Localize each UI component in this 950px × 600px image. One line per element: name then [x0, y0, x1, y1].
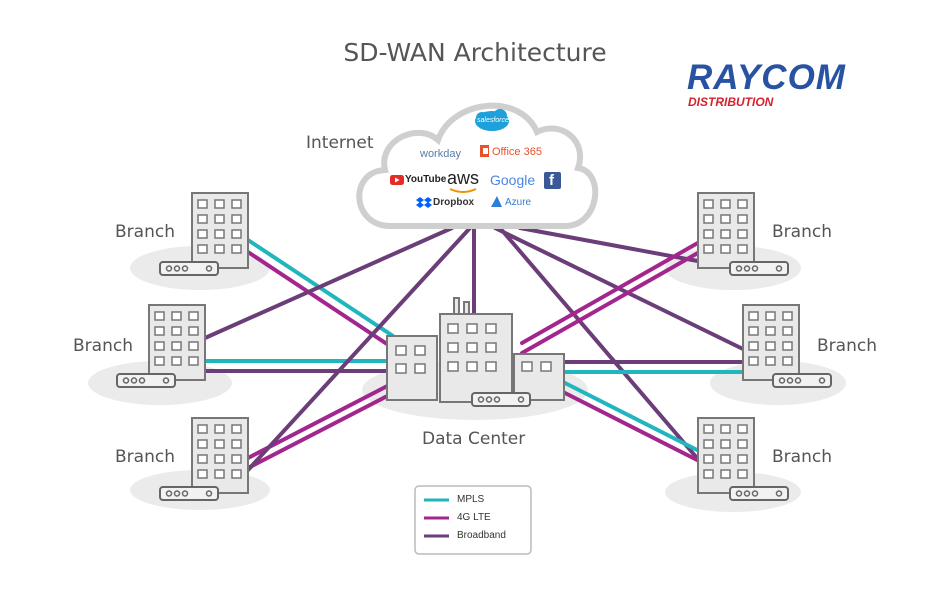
- data-center: [386, 297, 565, 407]
- broadband-link: [203, 226, 454, 340]
- legend: [414, 485, 532, 555]
- raycom-logo: RAYCOM: [687, 58, 846, 97]
- aws-label: aws: [447, 168, 480, 188]
- facebook-label: f: [549, 172, 554, 189]
- youtube-icon: [390, 175, 404, 185]
- lte-link: [246, 391, 395, 470]
- internet-cloud: [356, 102, 599, 229]
- office365-icon: [480, 145, 489, 157]
- branch-label-right-top: Branch: [772, 222, 832, 242]
- diagram-title: SD-WAN Architecture: [343, 38, 607, 67]
- data-center-label: Data Center: [422, 429, 526, 449]
- azure-icon: [491, 196, 502, 207]
- branch-label-left-mid: Branch: [73, 336, 133, 356]
- dropbox-label: Dropbox: [433, 197, 475, 208]
- legend-lte-label: 4G LTE: [457, 512, 491, 523]
- dropbox-icon: [416, 197, 432, 208]
- legend-broadband-label: Broadband: [457, 530, 506, 541]
- branch-label-left-bottom: Branch: [115, 447, 175, 467]
- lte-link: [520, 248, 705, 355]
- youtube-label: YouTube: [405, 174, 447, 185]
- branch-label-right-mid: Branch: [817, 336, 877, 356]
- internet-label: Internet: [306, 133, 374, 153]
- google-label: Google: [490, 172, 536, 188]
- branch-label-right-bottom: Branch: [772, 447, 832, 467]
- workday-label: workday: [420, 148, 461, 160]
- wan-links: [203, 226, 747, 472]
- lte-link: [563, 391, 705, 465]
- lte-link: [520, 238, 705, 345]
- legend-mpls-label: MPLS: [457, 494, 485, 505]
- branch-label-left-top: Branch: [115, 222, 175, 242]
- lte-link: [246, 250, 395, 350]
- aws-smile-icon: [449, 188, 477, 193]
- raycom-logo-subtitle: DISTRIBUTION: [688, 95, 774, 109]
- salesforce-icon: [475, 109, 509, 131]
- mpls-link: [563, 381, 705, 455]
- broadband-link: [498, 226, 705, 467]
- broadband-link: [246, 226, 472, 472]
- azure-label: Azure: [505, 197, 532, 208]
- salesforce-label: salesforce: [477, 117, 509, 124]
- office365-label: Office 365: [492, 146, 542, 158]
- facebook-icon: [544, 172, 561, 189]
